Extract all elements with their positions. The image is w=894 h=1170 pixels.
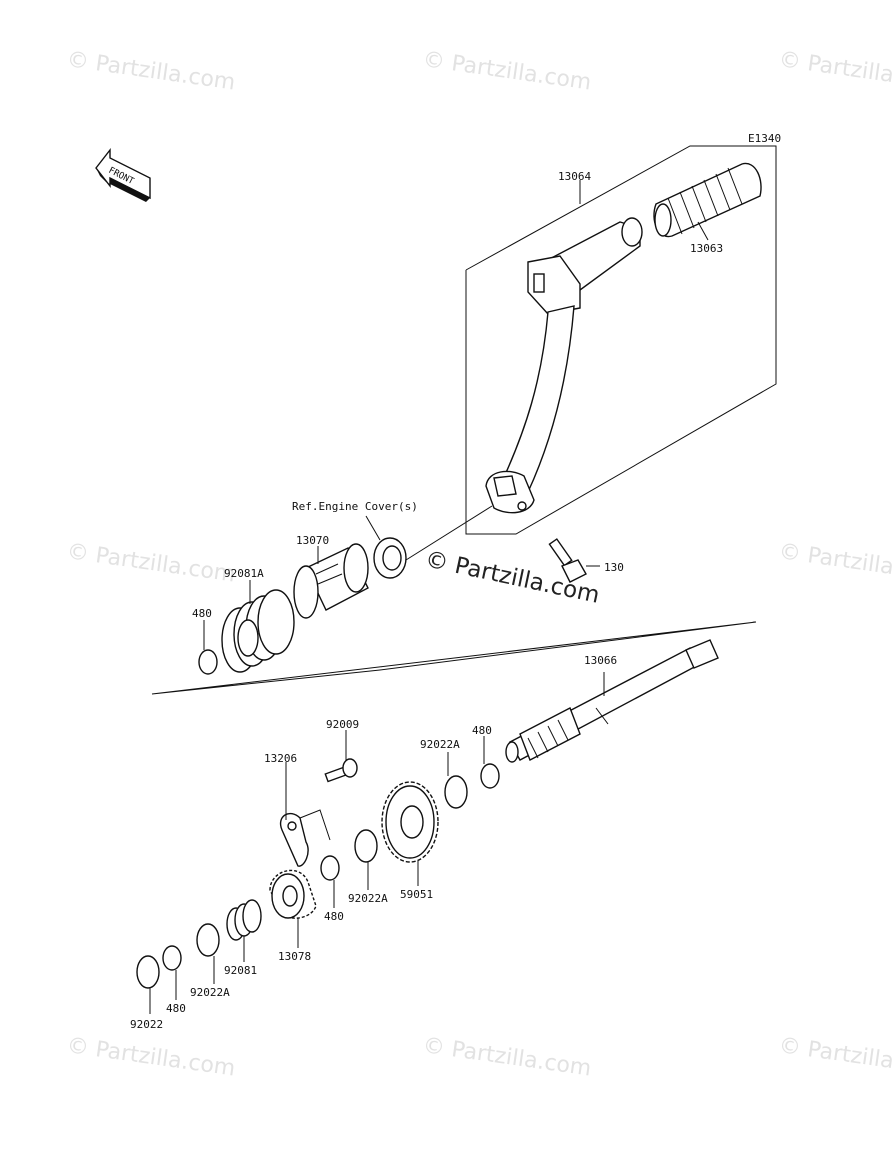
label-480-mid: 480 bbox=[324, 910, 344, 923]
oil-seal bbox=[373, 537, 407, 579]
front-arrow-icon: FRONT bbox=[95, 147, 151, 202]
label-480-shaft: 480 bbox=[472, 724, 492, 737]
watermark-mid-right: © Partzilla.com bbox=[777, 539, 894, 587]
spring-92081a bbox=[221, 589, 295, 673]
circlip-480-shaft bbox=[480, 763, 500, 789]
label-13070: 13070 bbox=[296, 534, 329, 547]
washer-92022a-low bbox=[196, 923, 220, 957]
circlip-480-mid bbox=[320, 855, 340, 881]
watermark-bottom-right: © Partzilla.com bbox=[777, 1033, 894, 1081]
guide-plate-13206 bbox=[279, 809, 331, 867]
label-13064: 13064 bbox=[558, 170, 591, 183]
washer-92022 bbox=[136, 955, 160, 989]
label-92022a-low: 92022A bbox=[190, 986, 230, 999]
label-13063: 13063 bbox=[690, 242, 723, 255]
watermark-bottom-left: © Partzilla.com bbox=[65, 1033, 237, 1081]
shaft-group-frame bbox=[151, 621, 757, 695]
label-130: 130 bbox=[604, 561, 624, 574]
circlip-480-upper bbox=[198, 649, 218, 675]
ratchet-13078 bbox=[269, 869, 317, 919]
reference-note: Ref.Engine Cover(s) bbox=[292, 500, 418, 513]
label-92009: 92009 bbox=[326, 718, 359, 731]
spring-92081 bbox=[226, 899, 262, 941]
watermark-mid-left: © Partzilla.com bbox=[65, 539, 237, 587]
label-92081a: 92081A bbox=[224, 567, 264, 580]
label-13066: 13066 bbox=[584, 654, 617, 667]
label-92081: 92081 bbox=[224, 964, 257, 977]
label-480-low: 480 bbox=[166, 1002, 186, 1015]
diagram-code: E1340 bbox=[748, 132, 781, 145]
label-59051: 59051 bbox=[400, 888, 433, 901]
screw-92009 bbox=[324, 758, 358, 783]
center-watermark: © Partzilla.com bbox=[423, 546, 602, 608]
label-480-upper: 480 bbox=[192, 607, 212, 620]
label-13206: 13206 bbox=[264, 752, 297, 765]
kick-shaft bbox=[505, 639, 719, 763]
label-13078: 13078 bbox=[278, 950, 311, 963]
kick-lever bbox=[485, 217, 643, 514]
circlip-480-low bbox=[162, 945, 182, 971]
watermark-top-center: © Partzilla.com bbox=[421, 47, 593, 95]
watermark-bottom-center: © Partzilla.com bbox=[421, 1033, 593, 1081]
kick-grip bbox=[653, 162, 762, 238]
part-labels: 13064 13063 130 13070 92081A 480 13066 9… bbox=[130, 170, 723, 1031]
collar-13070 bbox=[293, 543, 369, 619]
washer-92022a-top bbox=[444, 775, 468, 809]
washer-92022a-mid bbox=[354, 829, 378, 863]
gear-59051 bbox=[381, 781, 439, 863]
bolt-130 bbox=[548, 538, 587, 583]
watermark-top-left: © Partzilla.com bbox=[65, 47, 237, 95]
label-92022a-top: 92022A bbox=[420, 738, 460, 751]
shaft-axis-line bbox=[405, 505, 493, 561]
watermark-top-right: © Partzilla.com bbox=[777, 47, 894, 95]
label-92022: 92022 bbox=[130, 1018, 163, 1031]
ref-leader bbox=[365, 515, 381, 541]
label-92022a-mid: 92022A bbox=[348, 892, 388, 905]
kick-lever-group-box bbox=[465, 145, 777, 535]
leader-lines bbox=[149, 180, 709, 1014]
